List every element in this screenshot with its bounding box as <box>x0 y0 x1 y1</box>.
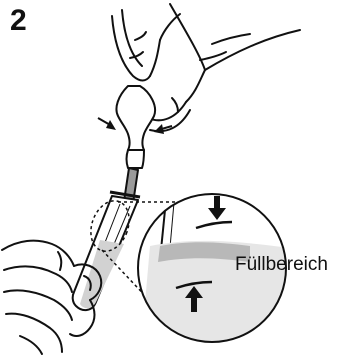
fill-zone-label: Füllbereich <box>235 254 328 276</box>
step-number: 2 <box>10 6 27 36</box>
pipette-icon <box>116 86 155 210</box>
test-tube-icon <box>73 192 140 310</box>
